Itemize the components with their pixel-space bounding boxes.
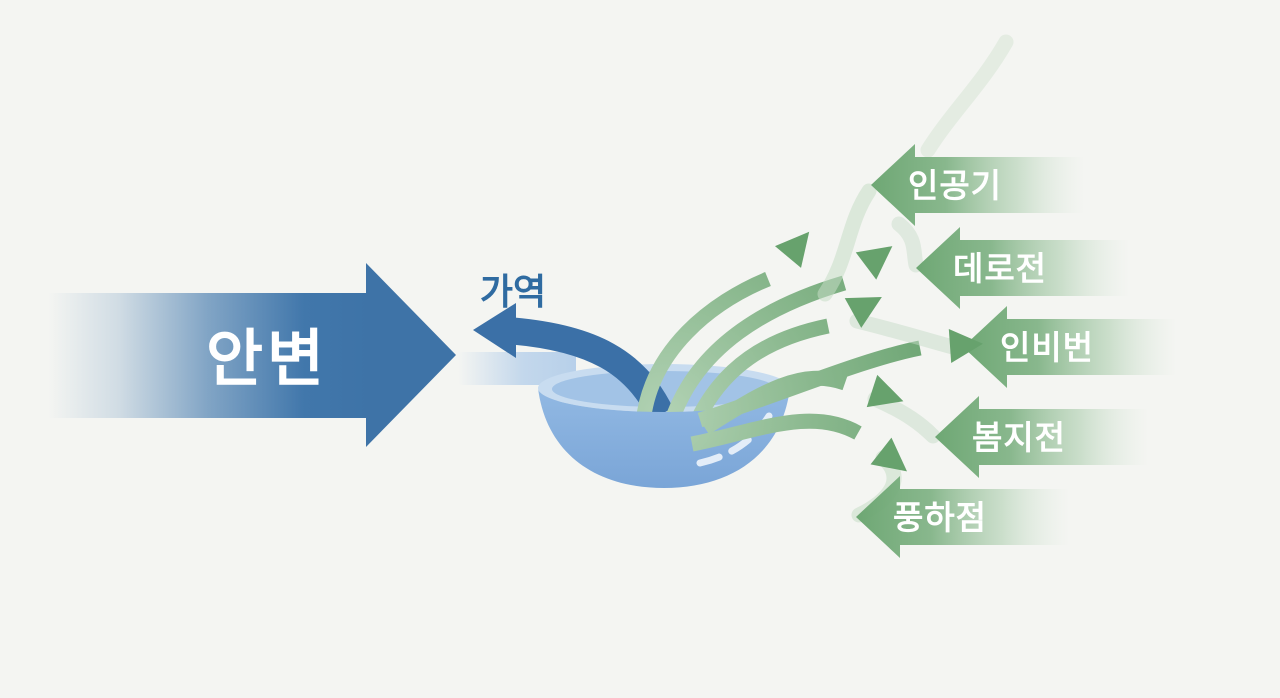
ribbon-top xyxy=(920,34,1014,158)
ribbon-1 xyxy=(817,183,877,302)
reverse-arrow-head xyxy=(473,303,516,358)
output-label-2: 데로전 xyxy=(953,250,1047,287)
output-label-5: 풍하점 xyxy=(893,499,987,536)
flow-arrow-stem-6 xyxy=(690,413,862,452)
output-label-1: 인공기 xyxy=(908,167,1002,204)
flow-arrow-stem-3 xyxy=(686,318,830,433)
flow-arrowhead-3 xyxy=(844,297,882,328)
output-banner-4 xyxy=(935,396,1149,478)
output-banner-2 xyxy=(916,227,1130,309)
output-arrow-stems-front xyxy=(690,340,922,452)
input-arrow-label: 안변 xyxy=(206,325,328,394)
output-arrowheads xyxy=(774,231,983,472)
reverse-arrow-label: 가역 xyxy=(480,271,546,312)
output-banner-5 xyxy=(856,476,1070,558)
flow-arrowhead-4 xyxy=(948,329,983,363)
output-label-4: 봄지전 xyxy=(972,419,1066,456)
output-banners xyxy=(856,144,1177,558)
input-arrow-body xyxy=(48,293,368,418)
water-surface-band xyxy=(458,352,576,385)
flow-arrowhead-5 xyxy=(866,374,904,408)
flow-arrow-stem-2 xyxy=(662,275,847,429)
output-arrow-stems-back xyxy=(635,272,847,433)
flow-arrowhead-2 xyxy=(855,246,893,280)
ribbon-2 xyxy=(891,216,924,273)
flow-arrow-stem-1 xyxy=(635,272,771,424)
input-arrow-head xyxy=(366,263,456,447)
flow-arrowhead-1 xyxy=(774,231,810,268)
output-banner-3 xyxy=(963,306,1177,388)
output-banner-1 xyxy=(871,144,1085,226)
output-label-3: 인비번 xyxy=(1000,329,1094,366)
flow-arrow-stem-5 xyxy=(700,370,848,435)
flow-arrowhead-6 xyxy=(870,437,908,472)
